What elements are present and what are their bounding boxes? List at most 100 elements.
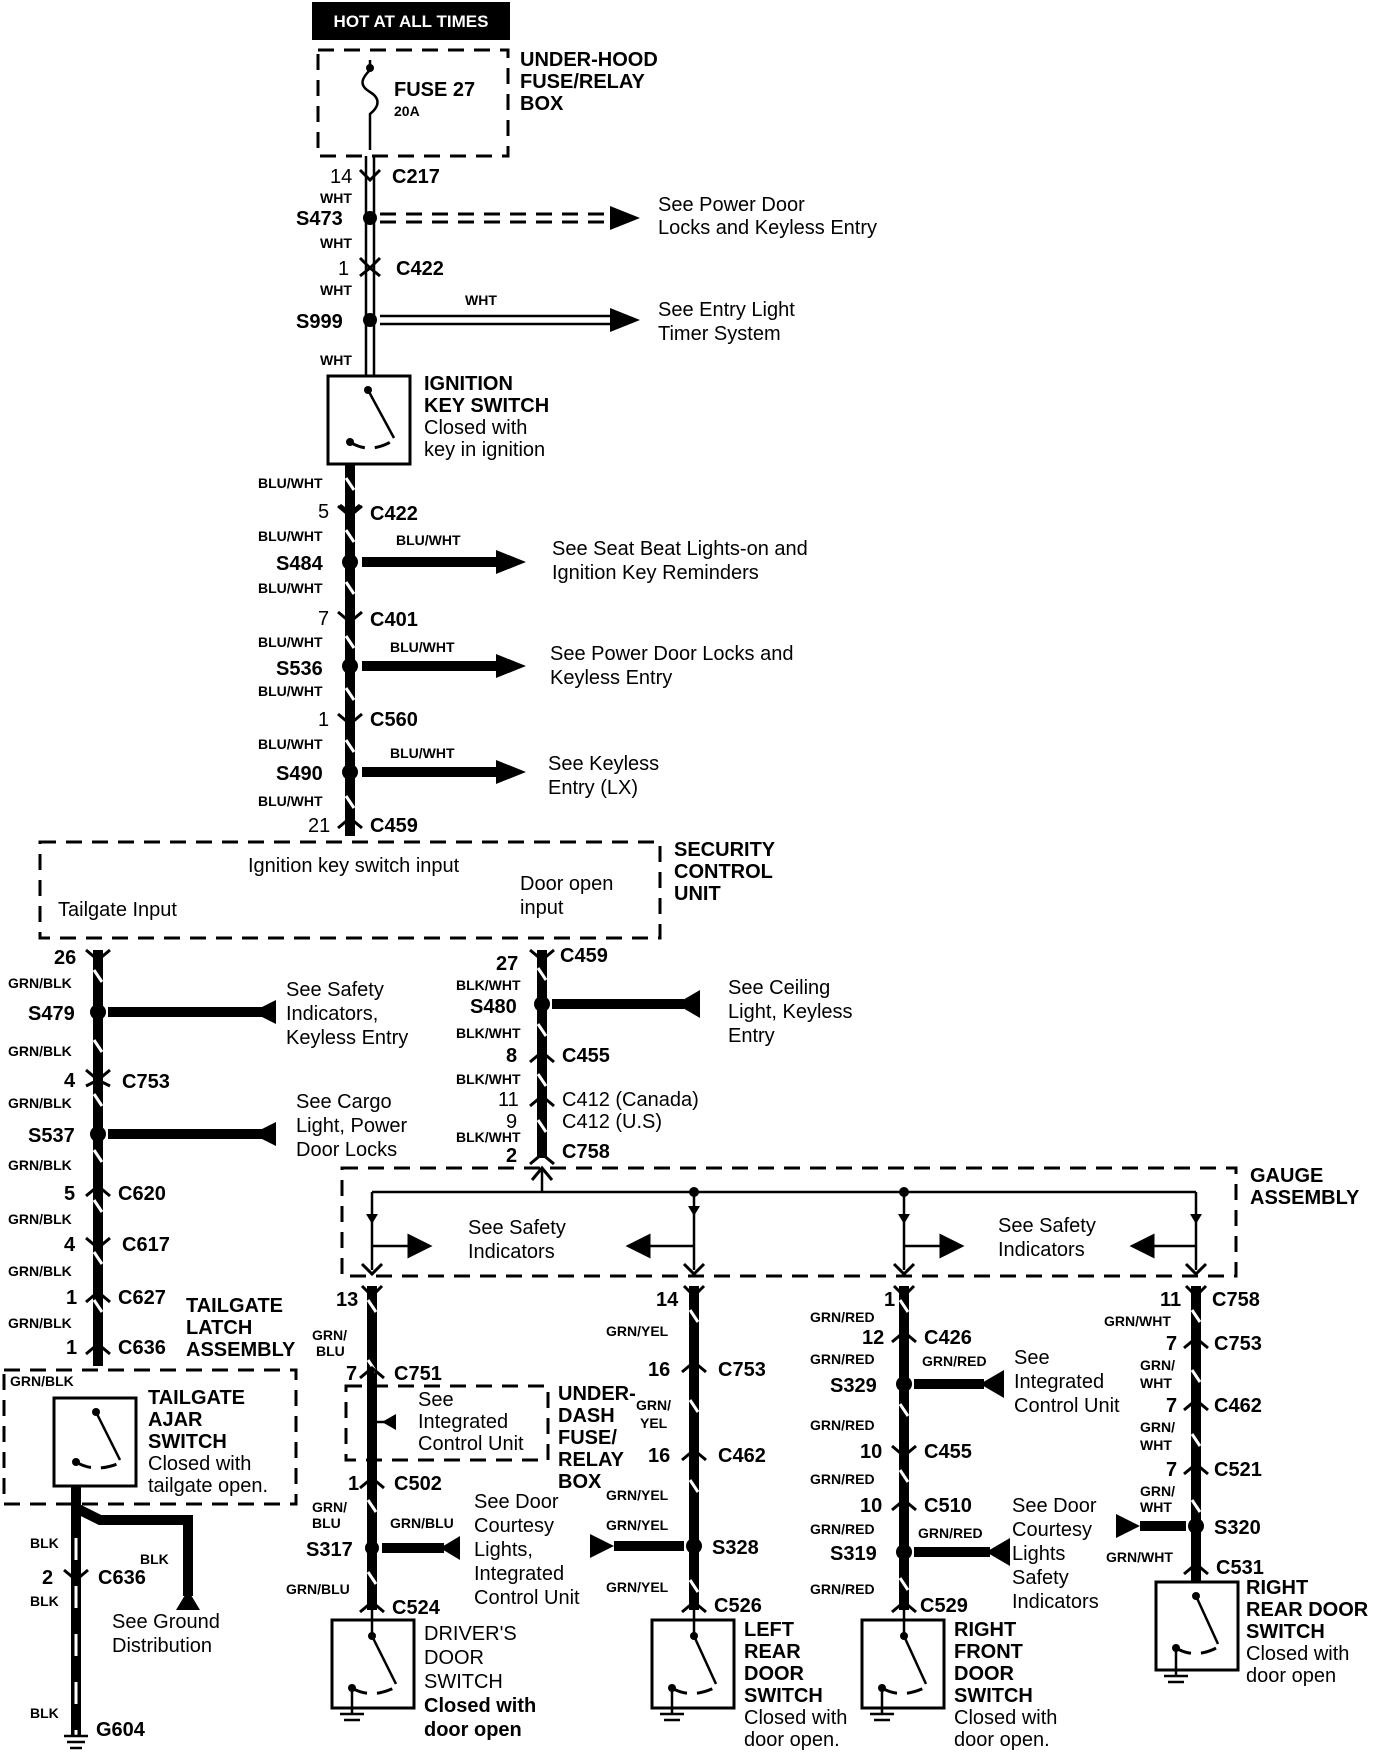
fuse-label: FUSE 27 xyxy=(394,79,475,101)
connector-c422-top: 1 C422 xyxy=(338,256,444,280)
components-tailgate-latch-name-2-label: ASSEMBLY xyxy=(186,1339,296,1361)
connectors-c560-id-label: C560 xyxy=(370,709,418,731)
references-r-s480-2-label: Entry xyxy=(728,1025,775,1047)
col3-stripes xyxy=(898,1299,910,1591)
connectors-c753b-pin-label: 16 xyxy=(648,1359,670,1381)
gauge-assembly: GAUGE ASSEMBLY xyxy=(340,1165,1360,1278)
components-underdash-name-3-label: RELAY xyxy=(558,1449,625,1471)
components-security-in-door-0-label: Door open xyxy=(520,873,613,895)
connector-c620: 5 C620 xyxy=(64,1183,166,1205)
connectors-c758b-pin-label: 11 xyxy=(1160,1289,1181,1311)
references-r-s537-2-label: Door Locks xyxy=(296,1139,397,1161)
splice-s473: S473 See Power Door Locks and Keyless En… xyxy=(296,194,877,239)
connector-c510: 10 C510 xyxy=(860,1495,972,1517)
references-r-s329-2-label: Control Unit xyxy=(1014,1395,1120,1417)
components-tailgate-latch-name-1-label: LATCH xyxy=(186,1317,252,1339)
components-left-rear-desc-1-label: door open. xyxy=(744,1729,840,1751)
wire-colors-grn-wht-label: GRN/WHT xyxy=(1106,1549,1173,1565)
connectors-c459a-id-label: C459 xyxy=(370,815,418,837)
components-gauge-name-0-label: GAUGE xyxy=(1250,1165,1323,1187)
wire-colors-grn-red-label: GRN/RED xyxy=(810,1581,875,1597)
components-left-rear-name-3-label: SWITCH xyxy=(744,1685,823,1707)
connectors-c462a-pin-label: 16 xyxy=(648,1445,670,1467)
ground-g604: G604 xyxy=(64,1719,146,1750)
connectors-c753a-id-label: C753 xyxy=(122,1071,170,1093)
connectors-c462b-pin-label: 7 xyxy=(1166,1395,1177,1417)
connectors-c426-id-label: C426 xyxy=(924,1327,972,1349)
components-tailgate-ajar-desc-1-label: tailgate open. xyxy=(148,1475,268,1497)
wire-colors-blu-wht-label: BLU/WHT xyxy=(258,736,323,752)
gauge-pin-13: 13 xyxy=(336,1284,384,1311)
splices-s999-label: S999 xyxy=(296,311,343,333)
under-dash-fuse-relay-box: See Integrated Control Unit UNDER- DASH … xyxy=(344,1383,636,1493)
wire-colors-grn-blk-label: GRN/BLK xyxy=(8,1043,72,1059)
connectors-c502-id-label: C502 xyxy=(394,1473,442,1495)
references-r-s490-1-label: Entry (LX) xyxy=(548,777,638,799)
components-right-front-desc-0-label: Closed with xyxy=(954,1707,1057,1729)
diode-icon xyxy=(1190,1214,1202,1224)
splice-s999: S999 WHT See Entry Light Timer System xyxy=(296,292,795,345)
col2-stripes xyxy=(688,1309,700,1593)
wire-colors-grn-red-label: GRN/RED xyxy=(810,1471,875,1487)
connector-c422-bottom: 5 C422 xyxy=(318,501,418,525)
wire-colors-blk-wht-label: BLK/WHT xyxy=(456,1129,521,1145)
connectors-g-pin1-pin-label: 1 xyxy=(884,1289,895,1311)
connectors-c459b-id-label: C459 xyxy=(560,945,608,967)
wire-colors-grn-blu-label: GRN/BLU xyxy=(390,1515,454,1531)
connectors-c636b-pin-label: 2 xyxy=(42,1567,53,1589)
connector-c531: C531 xyxy=(1183,1557,1264,1579)
connectors-c510-id-label: C510 xyxy=(924,1495,972,1517)
connectors-c459c-pin-label: 26 xyxy=(54,947,76,969)
components-right-rear-name-2-label: SWITCH xyxy=(1246,1621,1325,1643)
components-security-name-1-label: CONTROL xyxy=(674,861,773,883)
connectors-c455b-id-label: C455 xyxy=(924,1441,972,1463)
wire-colors-blk-label: BLK xyxy=(30,1535,59,1551)
components-drivers-door-desc-0-label: Closed with xyxy=(424,1695,536,1717)
connectors-c531-id-label: C531 xyxy=(1216,1557,1264,1579)
col4-stripes xyxy=(1190,1309,1202,1513)
gauge-branch-2 xyxy=(625,1187,706,1277)
wire-colors-grn-blu-b-label: BLU xyxy=(312,1515,341,1531)
connectors-c422a-id-label: C422 xyxy=(396,258,444,280)
components-ignition-name-1-label: KEY SWITCH xyxy=(424,395,549,417)
references-r-s329-1-label: Integrated xyxy=(1014,1371,1104,1393)
connectors-c502-pin-label: 1 xyxy=(348,1473,359,1495)
left-trunk-stripes xyxy=(92,969,104,1313)
splices-s328-label: S328 xyxy=(712,1537,759,1559)
connector-c521: 7 C521 xyxy=(1166,1459,1262,1481)
switch-blade-icon xyxy=(1194,1595,1220,1645)
connectors-c422b-id-label: C422 xyxy=(370,503,418,525)
wire-colors-blk-wht-label: BLK/WHT xyxy=(456,977,521,993)
wire-colors-wht-label: WHT xyxy=(320,352,352,368)
splice-s537: S537 See Cargo Light, Power Door Locks xyxy=(28,1091,408,1161)
right-rear-door-switch: RIGHT REAR DOOR SWITCH Closed with door … xyxy=(1154,1577,1369,1687)
splice-s319: S319 GRN/RED See Door Courtesy Lights Sa… xyxy=(830,1495,1099,1613)
wire-colors-grn-blk-label: GRN/BLK xyxy=(8,1263,72,1279)
wire-colors-blu-wht-label: BLU/WHT xyxy=(390,639,455,655)
connectors-c758a-pin-label: 2 xyxy=(506,1145,517,1167)
connector-c753-right: 7 C753 xyxy=(1166,1333,1262,1355)
references-r-s317-1-label: Courtesy xyxy=(474,1515,554,1537)
components-security-in-tailgate-label: Tailgate Input xyxy=(58,899,177,921)
drivers-door-switch: DRIVER'S DOOR SWITCH Closed with door op… xyxy=(330,1610,536,1741)
connectors-c412c-pin-label: 11 xyxy=(498,1089,519,1111)
connectors-c412c-id-label: C412 (Canada) xyxy=(562,1089,699,1111)
connectors-c753c-pin-label: 7 xyxy=(1166,1333,1177,1355)
references-r-s480-0-label: See Ceiling xyxy=(728,977,830,999)
components-drivers-door-name-2-label: SWITCH xyxy=(424,1671,503,1693)
connectors-g-pin13-pin-label: 13 xyxy=(336,1289,358,1311)
splice-s536: S536 BLU/WHT See Power Door Locks and Ke… xyxy=(276,639,793,689)
connector-c526: C526 xyxy=(681,1595,762,1617)
wire-colors-blu-wht-label: BLU/WHT xyxy=(258,528,323,544)
references-r-s319-4-label: Indicators xyxy=(1012,1591,1099,1613)
components-gauge-name-1-label: ASSEMBLY xyxy=(1250,1187,1360,1209)
components-underdash-name-1-label: DASH xyxy=(558,1405,615,1427)
references-r-s317-0-label: See Door xyxy=(474,1491,559,1513)
references-r-s490-0-label: See Keyless xyxy=(548,753,659,775)
references-r-s473-0-label: See Power Door xyxy=(658,194,805,216)
components-left-rear-desc-0-label: Closed with xyxy=(744,1707,847,1729)
references-r-s479-0-label: See Safety xyxy=(286,979,384,1001)
references-r-s317-2-label: Lights, xyxy=(474,1539,533,1561)
right-front-door-switch: RIGHT FRONT DOOR SWITCH Closed with door… xyxy=(860,1610,1057,1751)
